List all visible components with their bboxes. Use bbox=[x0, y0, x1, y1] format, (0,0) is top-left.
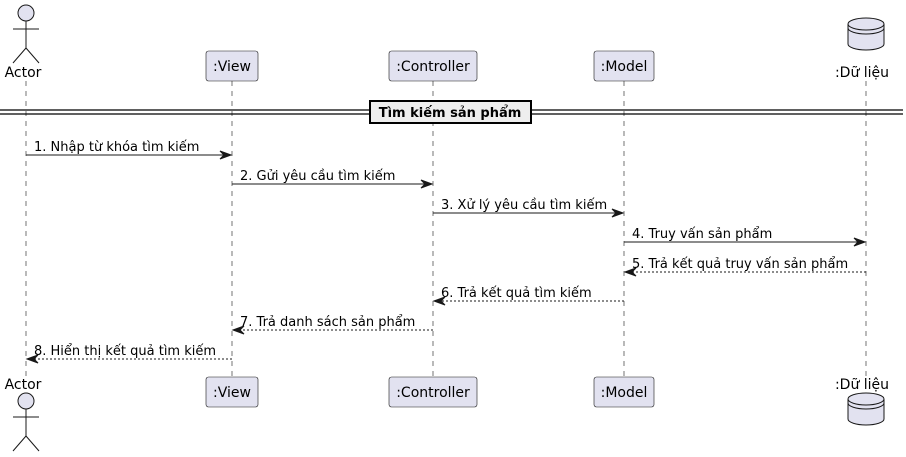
arrowhead bbox=[853, 237, 867, 247]
arrowhead bbox=[219, 150, 233, 160]
participant-box-view-bottom bbox=[205, 376, 259, 408]
separator-box bbox=[369, 100, 532, 124]
message-label: 8. Hiển thị kết quả tìm kiếm bbox=[34, 344, 216, 359]
participant-label-controller-top: :Controller bbox=[396, 59, 470, 75]
actor-icon bbox=[12, 392, 40, 452]
participant-box-controller-top bbox=[388, 50, 478, 82]
arrowhead bbox=[432, 296, 446, 306]
message-label: 4. Truy vấn sản phẩm bbox=[632, 227, 772, 242]
message-1: 1. Nhập từ khóa tìm kiếm bbox=[26, 140, 233, 160]
message-label: 3. Xử lý yêu cầu tìm kiếm bbox=[441, 198, 607, 213]
database-icon bbox=[847, 392, 885, 426]
participant-label-view-bottom: :View bbox=[213, 385, 251, 401]
participant-label-controller-bottom: :Controller bbox=[396, 385, 470, 401]
message-4: 4. Truy vấn sản phẩm bbox=[624, 227, 867, 247]
participant-box-view-top bbox=[205, 50, 259, 82]
participant-label-model-top: :Model bbox=[601, 59, 648, 75]
message-3: 3. Xử lý yêu cầu tìm kiếm bbox=[433, 198, 625, 218]
participant-label-db-bottom: :Dữ liệu bbox=[835, 377, 889, 393]
message-label: 7. Trả danh sách sản phẩm bbox=[240, 315, 415, 330]
arrowhead bbox=[623, 267, 637, 277]
database-icon bbox=[847, 17, 885, 51]
participant-box-model-top bbox=[593, 50, 655, 82]
participant-label-actor-bottom: Actor bbox=[5, 377, 42, 393]
arrowhead bbox=[420, 179, 434, 189]
message-label: 6. Trả kết quả tìm kiếm bbox=[441, 286, 592, 301]
participant-box-model-bottom bbox=[593, 376, 655, 408]
message-5: 5. Trả kết quả truy vấn sản phẩm bbox=[623, 257, 866, 277]
arrowhead bbox=[25, 354, 39, 364]
message-2: 2. Gửi yêu cầu tìm kiếm bbox=[232, 169, 434, 189]
separator-label: Tìm kiếm sản phẩm bbox=[379, 105, 522, 121]
message-label: 5. Trả kết quả truy vấn sản phẩm bbox=[632, 257, 848, 272]
message-label: 2. Gửi yêu cầu tìm kiếm bbox=[240, 169, 395, 184]
message-8: 8. Hiển thị kết quả tìm kiếm bbox=[25, 344, 232, 364]
message-6: 6. Trả kết quả tìm kiếm bbox=[432, 286, 624, 306]
participant-label-view-top: :View bbox=[213, 59, 251, 75]
message-7: 7. Trả danh sách sản phẩm bbox=[231, 315, 433, 335]
arrowhead bbox=[231, 325, 245, 335]
participant-label-db-top: :Dữ liệu bbox=[835, 65, 889, 81]
arrowhead bbox=[611, 208, 625, 218]
actor-icon bbox=[12, 4, 40, 64]
participant-label-actor-top: Actor bbox=[5, 65, 42, 81]
message-label: 1. Nhập từ khóa tìm kiếm bbox=[34, 140, 199, 155]
participant-label-model-bottom: :Model bbox=[601, 385, 648, 401]
participant-box-controller-bottom bbox=[388, 376, 478, 408]
